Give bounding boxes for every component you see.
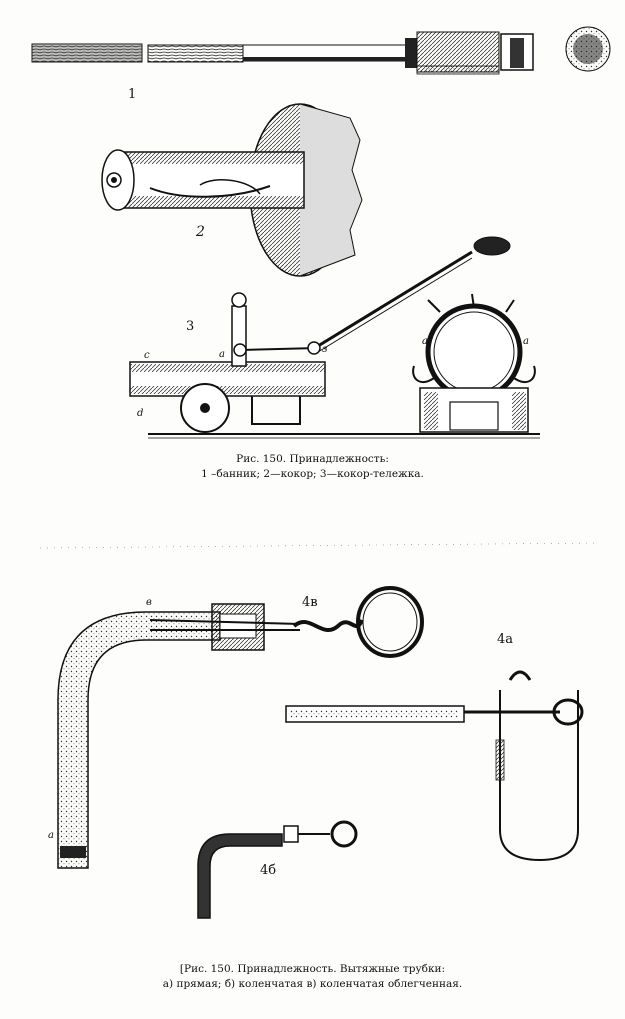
caption-top: Рис. 150. Принадлежность: 1 –банник; 2—к… [0,452,625,482]
bannik-swab [31,26,611,75]
label-tube-4b: 4б [260,863,276,878]
label-tube-4v: 4в [302,595,318,610]
label-tube-a-bottom: a [48,830,54,841]
kokor-cart [129,236,540,439]
straight-tube [285,670,584,862]
label-ring-a-right: a [523,336,529,347]
kokor-assembly [101,103,363,277]
label-fig-1: 1 [128,87,136,102]
caption-bottom-line-2: а) прямая; б) коленчатая в) коленчатая о… [162,978,463,990]
caption-top-line-1: Рис. 150. Принадлежность: [236,453,389,465]
label-s-point: з [322,344,327,355]
label-ring-a-left: a [422,336,428,347]
label-fig-2: 2 [195,224,205,240]
bent-tube-large [57,586,424,869]
ring-frame [412,293,536,433]
label-tube-b: в [146,597,152,608]
caption-bottom-line-1: [Рис. 150. Принадлежность. Вытяжные труб… [179,963,446,975]
caption-top-line-2: 1 –банник; 2—кокор; 3—кокор-тележка. [201,468,424,480]
label-c-point: c [144,350,150,361]
label-d-point: d [137,408,143,419]
caption-bottom: [Рис. 150. Принадлежность. Вытяжные труб… [0,962,625,992]
bent-tube-small [197,820,358,919]
label-tube-4a: 4а [497,632,513,647]
label-a-left: a [219,349,225,360]
label-fig-3: 3 [186,319,194,334]
scan-noise [39,542,601,549]
